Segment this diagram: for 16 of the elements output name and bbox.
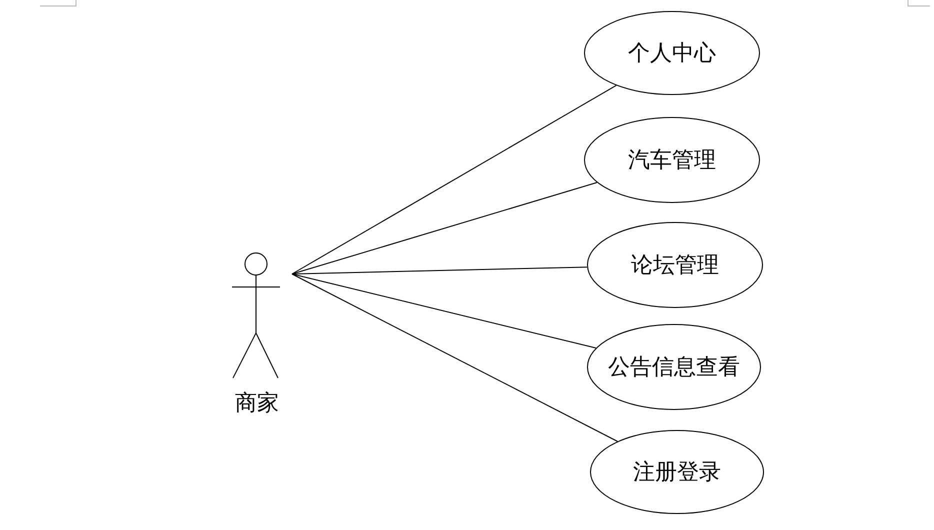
- use-case-label: 公告信息查看: [608, 354, 740, 382]
- use-case-ellipse: [584, 11, 760, 95]
- use-case-label: 个人中心: [628, 40, 716, 68]
- actor-label: 商家: [234, 390, 280, 418]
- association-line: [292, 274, 596, 348]
- use-case-label: 汽车管理: [628, 147, 716, 175]
- use-case-label: 注册登录: [633, 459, 721, 487]
- association-line: [292, 182, 598, 274]
- use-case-ellipse: [587, 324, 761, 410]
- use-case-ellipse: [584, 117, 760, 203]
- association-line: [292, 266, 588, 274]
- use-case-ellipse: [587, 222, 763, 308]
- association-line: [292, 274, 618, 442]
- association-line: [292, 84, 617, 274]
- use-case-ellipse: [590, 430, 764, 514]
- use-case-label: 论坛管理: [631, 252, 719, 280]
